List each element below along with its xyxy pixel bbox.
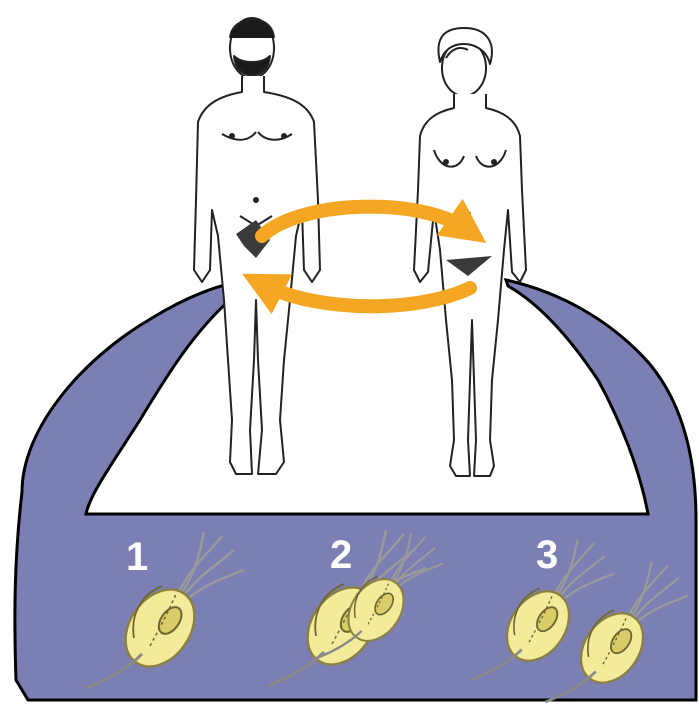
stage-number-2: 2: [330, 533, 352, 577]
stage-number-3: 3: [536, 533, 558, 577]
female-figure-icon: [414, 28, 526, 476]
stage-number-1: 1: [126, 535, 148, 579]
transmission-arrow-female-to-male: [262, 284, 470, 306]
